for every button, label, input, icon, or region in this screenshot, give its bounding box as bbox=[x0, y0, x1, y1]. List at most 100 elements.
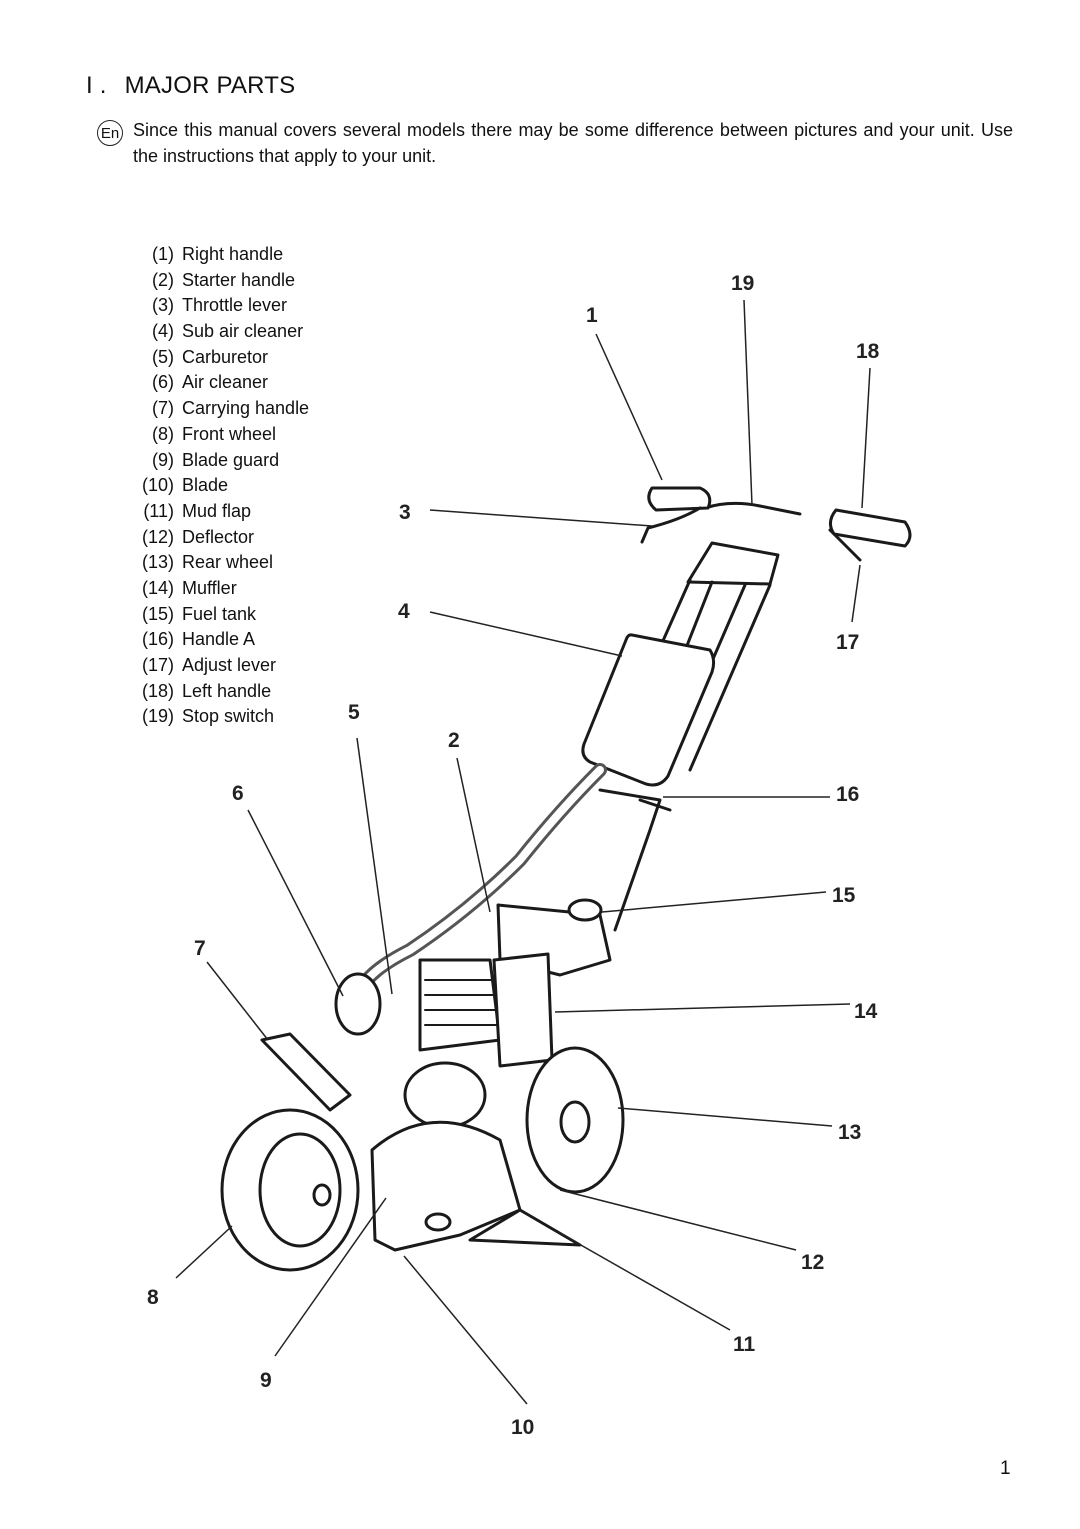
list-item: (2) Starter handle bbox=[128, 268, 309, 294]
part-name: Deflector bbox=[182, 526, 255, 547]
part-name: Front wheel bbox=[182, 423, 277, 444]
callout-15: 15 bbox=[832, 884, 856, 907]
parts-list: (1) Right handle (2) Starter handle (3) Thr… bbox=[128, 242, 309, 730]
part-name: Blade guard bbox=[182, 449, 280, 470]
part-name: Fuel tank bbox=[182, 603, 257, 624]
air-cleaner bbox=[334, 972, 382, 1036]
part-name: Starter handle bbox=[182, 269, 296, 290]
part-index: (13) bbox=[141, 552, 174, 573]
blade-bolt bbox=[424, 1212, 452, 1232]
leader-line-15 bbox=[601, 891, 827, 913]
front-wheel-outer bbox=[220, 1108, 360, 1272]
part-index: (10) bbox=[141, 475, 174, 496]
leader-line-11 bbox=[557, 1231, 731, 1331]
part-name: Right handle bbox=[182, 244, 284, 264]
engine-fins bbox=[424, 979, 498, 1026]
part-name: Blade bbox=[182, 475, 229, 496]
part-index: (8) bbox=[152, 423, 174, 444]
list-item: (18) Left handle bbox=[128, 679, 309, 705]
part-name: Mud flap bbox=[182, 500, 252, 521]
list-item: (14)Muffler bbox=[128, 576, 309, 602]
part-index: (5) bbox=[152, 346, 174, 367]
list-item: (13) Rear wheel bbox=[128, 550, 309, 576]
handle-a-frame bbox=[598, 788, 672, 932]
front-wheel-hub bbox=[312, 1183, 332, 1207]
gear-case bbox=[403, 1061, 487, 1129]
callout-14: 14 bbox=[854, 1000, 878, 1023]
part-index: (7) bbox=[152, 398, 174, 419]
list-item: (1) Right handle bbox=[128, 242, 309, 268]
leader-line-1 bbox=[595, 333, 663, 481]
intro-paragraph: Since this manual covers several models … bbox=[133, 120, 1013, 166]
callout-10: 10 bbox=[511, 1416, 534, 1439]
part-name: Left handle bbox=[182, 680, 272, 701]
muffler bbox=[492, 952, 554, 1068]
part-index: (18) bbox=[141, 680, 174, 701]
part-index: (2) bbox=[152, 269, 174, 290]
leader-line-8 bbox=[175, 1225, 233, 1279]
left-handle-grip bbox=[829, 508, 912, 548]
control-box bbox=[686, 541, 780, 586]
engine-cylinder bbox=[418, 958, 502, 1052]
leader-lines bbox=[175, 299, 871, 1405]
list-item: (19)Stop switch bbox=[128, 704, 309, 730]
callout-1: 1 bbox=[586, 304, 598, 327]
language-badge: En bbox=[97, 120, 123, 146]
part-index: (6) bbox=[152, 372, 174, 393]
part-index: (15) bbox=[141, 603, 174, 624]
adjust-lever bbox=[828, 528, 862, 562]
part-index: (19) bbox=[141, 706, 174, 727]
callout-11: 11 bbox=[733, 1333, 756, 1356]
machine-illustration bbox=[220, 486, 912, 1272]
list-item: (12) Deflector bbox=[128, 525, 309, 551]
list-item: (7)Carrying handle bbox=[128, 396, 309, 422]
leader-line-18 bbox=[861, 367, 871, 509]
callout-17: 17 bbox=[836, 631, 859, 654]
throttle-lever bbox=[640, 506, 702, 544]
fuel-cap bbox=[567, 898, 603, 922]
leader-line-19 bbox=[743, 299, 753, 506]
part-index: (3) bbox=[152, 295, 174, 316]
list-item: (8) Front wheel bbox=[128, 422, 309, 448]
leader-line-13 bbox=[617, 1107, 833, 1127]
callout-5: 5 bbox=[348, 701, 360, 724]
list-item: (15) Fuel tank bbox=[128, 602, 309, 628]
part-index: (12) bbox=[141, 526, 174, 547]
part-name: Throttle lever bbox=[182, 295, 288, 316]
deflector bbox=[468, 1208, 582, 1247]
list-item: (9) Blade guard bbox=[128, 448, 309, 474]
callout-numbers: 1 2 3 4 5 6 7 8 9 10 11 12 13 14 15 16 1… bbox=[147, 272, 880, 1439]
callout-19: 19 bbox=[731, 272, 754, 295]
callout-7: 7 bbox=[194, 937, 206, 960]
part-index: (14) bbox=[141, 577, 174, 598]
list-item: (3) Throttle lever bbox=[128, 293, 309, 319]
callout-12: 12 bbox=[801, 1251, 824, 1274]
callout-8: 8 bbox=[147, 1286, 159, 1309]
callout-6: 6 bbox=[232, 782, 244, 805]
front-wheel-inner bbox=[258, 1132, 342, 1248]
handlebar bbox=[703, 501, 802, 516]
callout-16: 16 bbox=[836, 783, 859, 806]
part-index: (1) bbox=[152, 244, 174, 264]
callout-18: 18 bbox=[856, 340, 880, 363]
list-item: (4) Sub air cleaner bbox=[128, 319, 309, 345]
rear-wheel-outer bbox=[525, 1046, 625, 1194]
section-number: I . bbox=[86, 72, 107, 99]
part-name: Carburetor bbox=[182, 346, 269, 367]
list-item: (11) Mud flap bbox=[128, 499, 309, 525]
part-index: (9) bbox=[152, 449, 174, 470]
part-name: Sub air cleaner bbox=[182, 321, 304, 342]
part-name: Rear wheel bbox=[182, 552, 274, 573]
leader-line-5 bbox=[356, 737, 393, 995]
blade-guard bbox=[370, 1120, 522, 1252]
list-item: (17)Adjust lever bbox=[128, 653, 309, 679]
sub-air-cleaner-body bbox=[581, 633, 716, 787]
leader-line-7 bbox=[206, 961, 269, 1041]
page-number: 1 bbox=[1000, 1458, 1011, 1479]
section-title: MAJOR PARTS bbox=[124, 72, 296, 99]
part-index: (4) bbox=[152, 321, 174, 342]
part-name: Air cleaner bbox=[182, 372, 269, 393]
part-index: (11) bbox=[143, 500, 174, 521]
callout-4: 4 bbox=[398, 600, 410, 623]
